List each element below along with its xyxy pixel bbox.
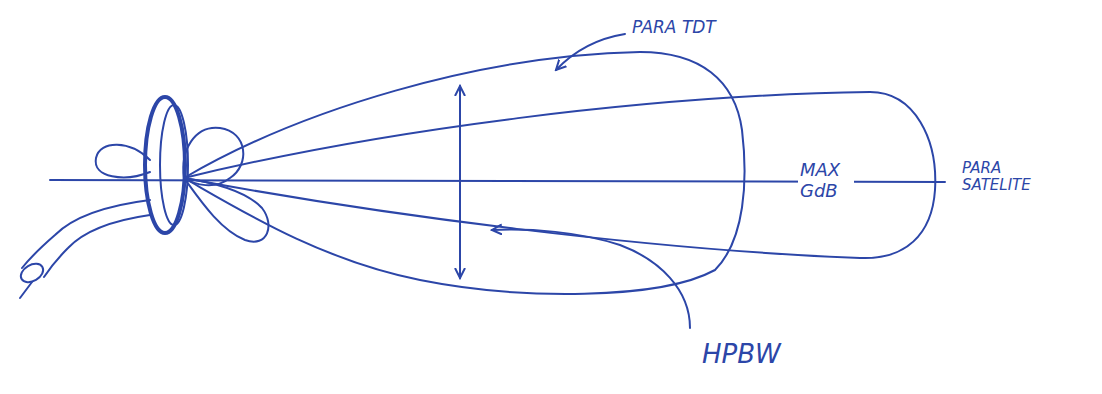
- hand-label: PARA TDT: [630, 18, 718, 38]
- hand-label: HPBW: [700, 340, 783, 370]
- hand-label: MAX GdB: [798, 160, 854, 201]
- hand-label: PARA SATELITE: [960, 160, 1064, 195]
